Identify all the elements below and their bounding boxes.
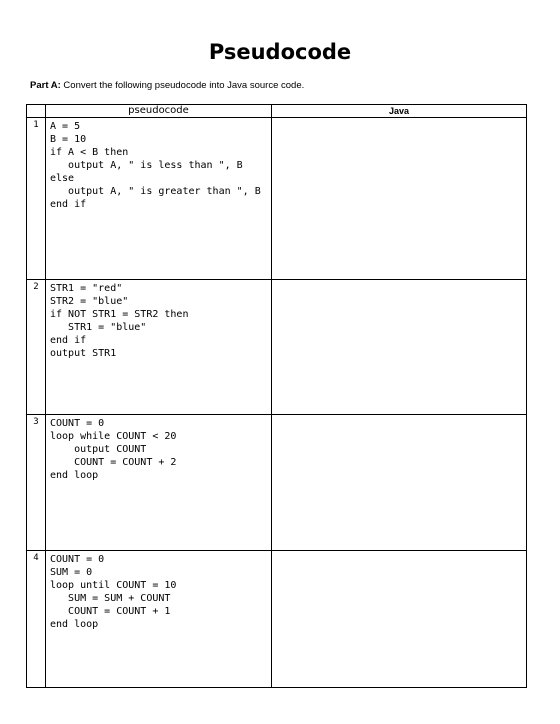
code-line: COUNT = 0 [50, 418, 105, 429]
java-answer-cell[interactable] [271, 279, 527, 415]
row-number: 3 [26, 414, 46, 551]
conversion-table: pseudocode Java 1 A = 5 B = 10 if A < B the… [26, 104, 527, 688]
code-line: else [50, 173, 75, 184]
code-line: output STR1 [50, 348, 117, 359]
pseudocode-header: pseudocode [45, 104, 272, 118]
code-line: output A, " is less than ", B [50, 160, 243, 171]
code-line: if NOT STR1 = STR2 then [50, 309, 189, 320]
code-line: if A < B then [50, 147, 129, 158]
instruction-text: Convert the following pseudocode into Ja… [60, 80, 305, 91]
code-line: end if [50, 199, 87, 210]
code-line: end loop [50, 619, 99, 630]
code-line: end loop [50, 470, 99, 481]
code-line: SUM = 0 [50, 567, 93, 578]
table-row: 2 STR1 = "red" STR2 = "blue" if NOT STR1 = … [26, 279, 527, 415]
table-header-row: pseudocode Java [26, 104, 527, 118]
java-header: Java [271, 104, 527, 118]
code-line: STR1 = "blue" [50, 322, 147, 333]
row-number: 1 [26, 117, 46, 280]
code-line: COUNT = 0 [50, 554, 105, 565]
code-line: output COUNT [50, 444, 147, 455]
code-line: STR1 = "red" [50, 283, 123, 294]
code-line: output A, " is greater than ", B [50, 186, 261, 197]
pseudocode-cell: STR1 = "red" STR2 = "blue" if NOT STR1 = S… [45, 279, 272, 415]
page-title: Pseudocode [208, 40, 352, 64]
row-number: 2 [26, 279, 46, 415]
table-row: 1 A = 5 B = 10 if A < B then output A, " is… [26, 117, 527, 280]
pseudocode-cell: COUNT = 0 loop while COUNT < 20 output CO… [45, 414, 272, 551]
code-line: STR2 = "blue" [50, 296, 129, 307]
java-answer-cell[interactable] [271, 550, 527, 688]
table-row: 3 COUNT = 0 loop while COUNT < 20 output C… [26, 414, 527, 551]
row-number: 4 [26, 550, 46, 688]
instruction: Part A: Convert the following pseudocode… [30, 80, 304, 91]
instruction-label: Part A: [30, 80, 61, 91]
code-line: loop while COUNT < 20 [50, 431, 177, 442]
java-answer-cell[interactable] [271, 414, 527, 551]
code-line: COUNT = COUNT + 1 [50, 606, 171, 617]
code-line: B = 10 [50, 134, 87, 145]
java-answer-cell[interactable] [271, 117, 527, 280]
code-line: COUNT = COUNT + 2 [50, 457, 177, 468]
code-line: loop until COUNT = 10 [50, 580, 177, 591]
code-line: end if [50, 335, 87, 346]
code-line: A = 5 [50, 121, 81, 132]
table-row: 4 COUNT = 0 SUM = 0 loop until COUNT = 10 S… [26, 550, 527, 688]
pseudocode-cell: COUNT = 0 SUM = 0 loop until COUNT = 10 SU… [45, 550, 272, 688]
pseudocode-cell: A = 5 B = 10 if A < B then output A, " is … [45, 117, 272, 280]
number-header [26, 104, 46, 118]
code-line: SUM = SUM + COUNT [50, 593, 171, 604]
